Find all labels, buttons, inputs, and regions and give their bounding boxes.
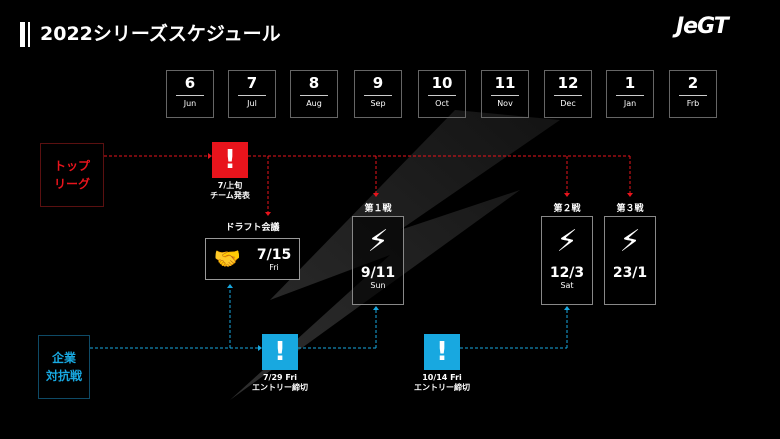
game-date: 12/3 [549,265,585,281]
month-name: Aug [306,99,322,108]
track-corporate: 企業対抗戦 [38,335,90,399]
track-top-league: トップリーグ [40,143,104,207]
game-card: ⚡ 23/1 [604,216,656,305]
event-date: 10/14 Fri [422,373,462,382]
month-number: 2 [687,74,699,92]
track-label: トップ [53,159,90,173]
game-date: 9/11 [360,265,396,281]
game-title: 第１戦 [364,204,392,214]
draft-title: ドラフト会議 [225,223,280,233]
event-label: エントリー締切 [414,383,470,392]
month-number: 1 [624,74,636,92]
event-label: エントリー締切 [252,383,308,392]
month-name: Nov [497,99,513,108]
event-label: チーム発表 [210,191,250,200]
track-label: リーグ [53,177,90,191]
month-number: 12 [557,74,579,92]
month-name: Jul [247,99,257,108]
draft-weekday: Fri [269,262,279,272]
track-label: 対抗戦 [45,369,82,383]
draft-date: 7/15 [256,246,292,263]
month-name: Jun [183,99,197,108]
lightning-icon: ⚡ [556,224,578,259]
game-title: 第３戦 [616,204,644,214]
alert-icon: ! [424,334,460,370]
game-title: 第２戦 [553,204,581,214]
month-name: Dec [560,99,576,108]
month-name: Frb [686,99,700,108]
team-announce-label: 7/上旬チーム発表 [190,181,270,201]
month-number: 11 [494,74,516,92]
month-name: Sep [370,99,386,108]
handshake-icon: 🤝 [213,246,242,272]
logo: JeGT [676,14,729,39]
title-accent [20,22,25,47]
alert-icon: ! [262,334,298,370]
month-number: 7 [246,74,258,92]
lightning-icon: ⚡ [619,224,641,259]
month-number: 6 [184,74,196,92]
title-accent [28,22,30,47]
page-title: 2022シリーズスケジュール [40,23,281,45]
month-number: 10 [431,74,453,92]
game-weekday: Sat [560,281,574,290]
lightning-icon: ⚡ [367,224,389,259]
track-label: 企業 [51,351,76,365]
month-name: Oct [435,99,449,108]
alert-icon: ! [212,142,248,178]
event-date: 7/上旬 [217,181,243,190]
month-name: Jan [623,99,637,108]
month-number: 9 [372,74,384,92]
month-number: 8 [308,74,320,92]
game-date: 23/1 [612,265,648,281]
game-weekday: Sun [370,281,386,290]
event-date: 7/29 Fri [262,373,298,382]
